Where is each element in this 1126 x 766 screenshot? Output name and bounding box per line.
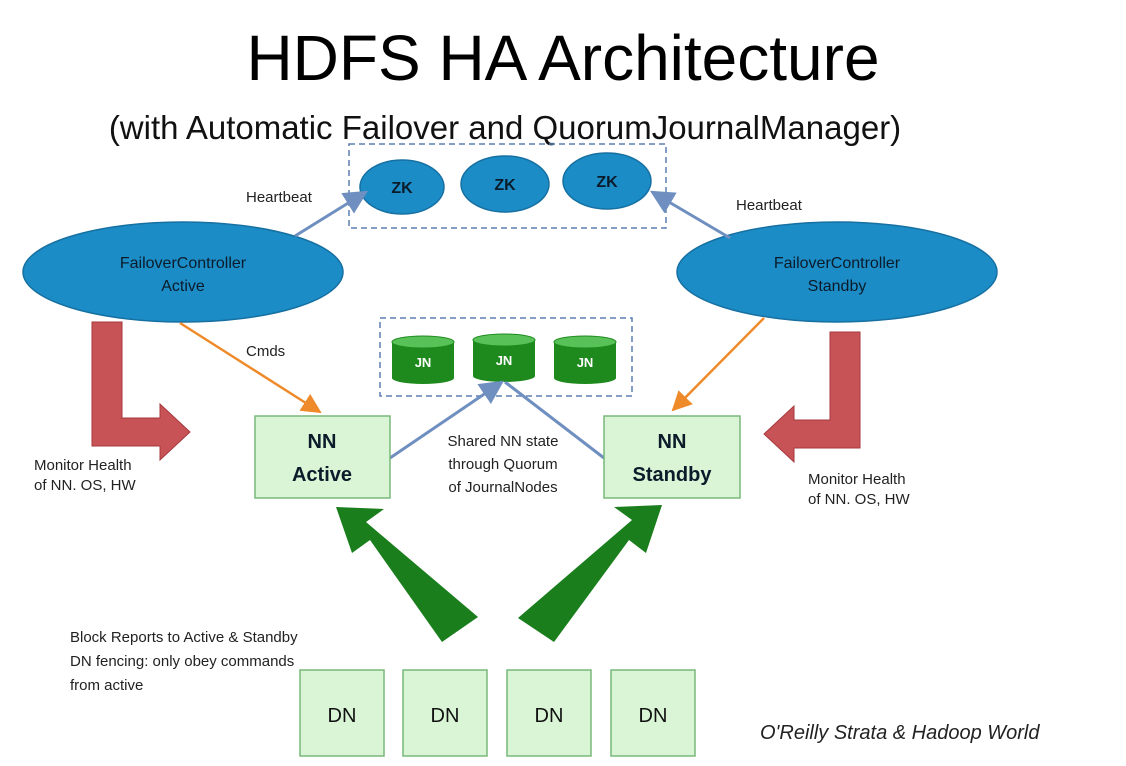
datanode: DN: [506, 669, 592, 757]
nn-active-line2: Active: [292, 464, 352, 486]
failover-controller-active: FailoverController Active: [22, 221, 344, 323]
dn-label: DN: [431, 705, 460, 727]
cmds-arrow-left: [179, 321, 322, 414]
dn-label: DN: [328, 705, 357, 727]
shared-state-arrow-right: [504, 380, 605, 460]
jn-node: JN: [391, 335, 455, 384]
zk-node: ZK: [460, 155, 550, 213]
fc-standby-line1: FailoverController: [774, 255, 901, 272]
dn-label: DN: [535, 705, 564, 727]
page-subtitle: (with Automatic Failover and QuorumJourn…: [108, 109, 902, 146]
monitor-label-left-1: Monitor Health: [34, 457, 132, 474]
shared-state-label-1: Shared NN state: [447, 433, 559, 450]
page-title: HDFS HA Architecture: [246, 22, 880, 94]
heartbeat-arrow-right: [649, 190, 731, 240]
monitor-label-right-2: of NN. OS, HW: [808, 491, 910, 508]
block-report-label-3: from active: [70, 677, 144, 694]
journalnode-group: [379, 317, 633, 397]
credit-text: O'Reilly Strata & Hadoop World: [760, 722, 1040, 744]
shared-state-label-3: of JournalNodes: [448, 479, 558, 496]
nn-standby-line1: NN: [658, 431, 687, 453]
heartbeat-label-right: Heartbeat: [736, 197, 802, 214]
dn-label: DN: [639, 705, 668, 727]
datanode: DN: [402, 669, 488, 757]
jn-label: JN: [577, 355, 594, 370]
zk-label: ZK: [494, 177, 516, 194]
zk-node: ZK: [359, 159, 445, 215]
heartbeat-arrow-left: [294, 190, 369, 238]
jn-label: JN: [415, 355, 432, 370]
block-report-label-2: DN fencing: only obey commands: [70, 653, 295, 670]
namenode-standby: NN Standby: [603, 415, 741, 499]
datanode: DN: [299, 669, 385, 757]
cmds-label: Cmds: [246, 343, 286, 360]
zk-node: ZK: [562, 152, 652, 210]
zk-label: ZK: [596, 174, 618, 191]
block-report-arrow-right: [518, 505, 662, 642]
namenode-active: NN Active: [254, 415, 391, 499]
fc-standby-line2: Standby: [808, 278, 867, 295]
cmds-arrow-right: [671, 317, 765, 412]
jn-node: JN: [553, 335, 617, 384]
datanode: DN: [610, 669, 696, 757]
fc-active-line1: FailoverController: [120, 255, 247, 272]
monitor-arrow-right: [763, 331, 861, 464]
shared-state-arrow-left: [389, 380, 504, 460]
monitor-label-right-1: Monitor Health: [808, 471, 906, 488]
zookeeper-group: [348, 143, 667, 229]
monitor-arrow-left: [91, 321, 191, 462]
heartbeat-label-left: Heartbeat: [246, 189, 312, 206]
nn-standby-line2: Standby: [633, 464, 713, 486]
jn-label: JN: [496, 353, 513, 368]
zk-label: ZK: [391, 180, 413, 197]
monitor-label-left-2: of NN. OS, HW: [34, 477, 136, 494]
block-report-label-1: Block Reports to Active & Standby: [70, 629, 298, 646]
nn-active-line1: NN: [308, 431, 337, 453]
failover-controller-standby: FailoverController Standby: [676, 221, 998, 323]
jn-node: JN: [472, 333, 536, 382]
shared-state-label-2: through Quorum: [448, 456, 558, 473]
fc-active-line2: Active: [161, 278, 205, 295]
block-report-arrow-left: [336, 507, 478, 642]
